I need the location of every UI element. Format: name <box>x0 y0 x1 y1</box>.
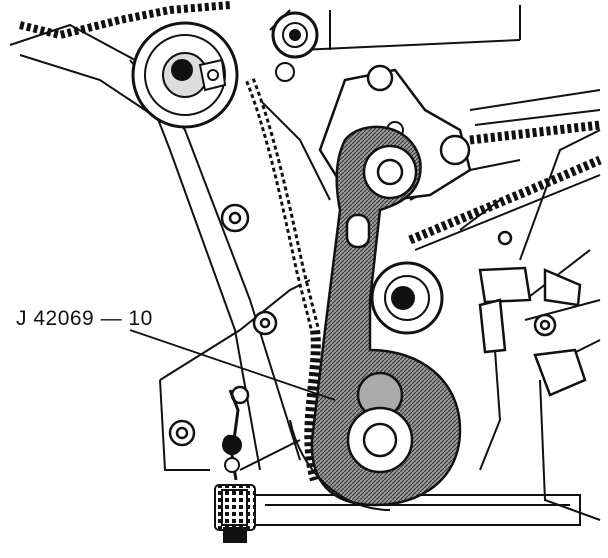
upper-left-idler-pulley <box>131 21 239 129</box>
callout-leader <box>129 329 336 401</box>
tool-callout-label: J 42069 — 10 <box>16 307 153 330</box>
adjuster-bolt <box>214 389 256 543</box>
upper-idler-pulley <box>271 11 319 82</box>
timing-belt <box>19 1 602 482</box>
lower-idler-pulley <box>370 261 444 335</box>
crankshaft-pulley <box>289 419 391 511</box>
special-tool <box>310 125 462 507</box>
right-side-brackets <box>478 266 587 397</box>
engine-housing <box>9 5 601 526</box>
